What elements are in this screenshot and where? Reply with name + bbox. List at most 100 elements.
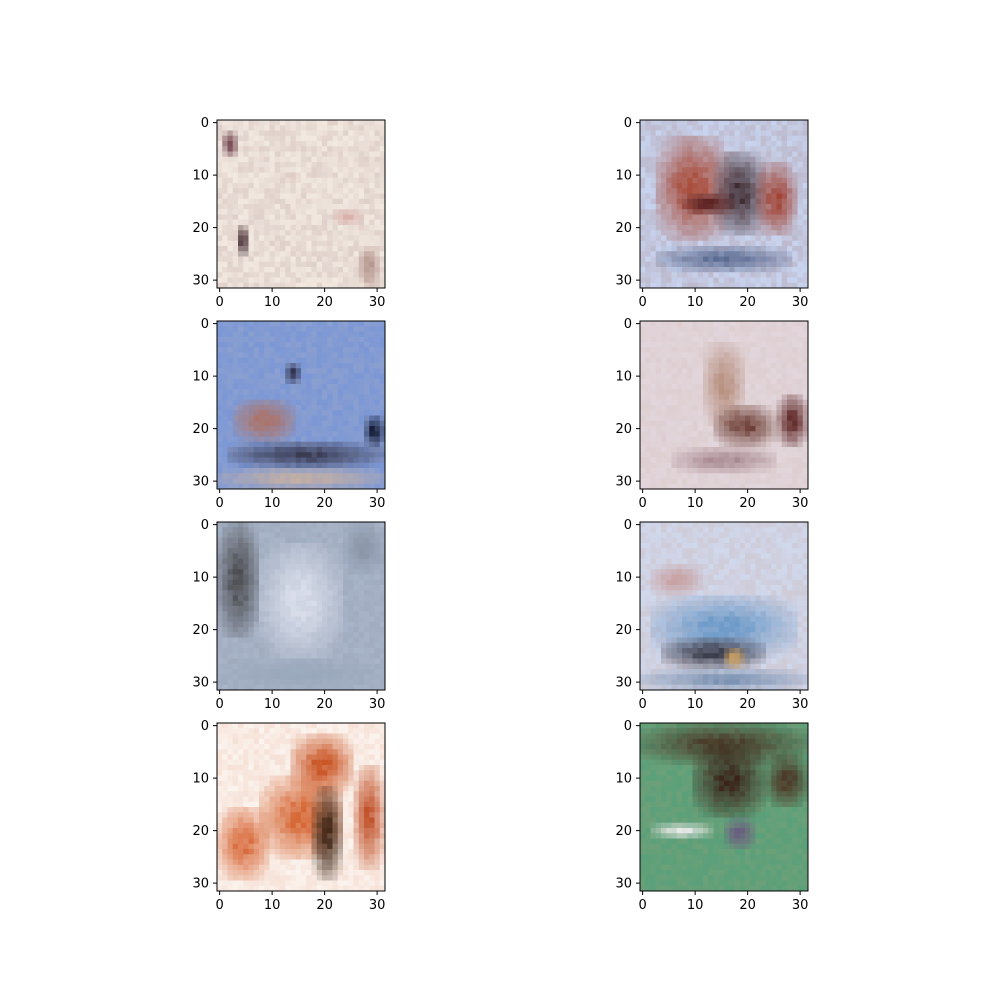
image-pixel [676, 399, 683, 406]
image-pixel [285, 553, 291, 560]
image-pixel [776, 447, 783, 453]
image-pixel [311, 569, 318, 575]
image-pixel [295, 384, 302, 390]
image-pixel [238, 246, 244, 252]
image-pixel [322, 167, 328, 173]
image-pixel [729, 251, 735, 257]
image-pixel [802, 120, 809, 126]
image-pixel [364, 193, 370, 200]
image-pixel [280, 240, 286, 247]
image-pixel [337, 282, 344, 289]
image-pixel [666, 352, 672, 359]
image-pixel [285, 632, 291, 638]
image-pixel [729, 342, 735, 348]
image-pixel [729, 352, 735, 359]
image-pixel [708, 219, 714, 226]
image-pixel [776, 219, 783, 226]
image-pixel [222, 426, 228, 432]
image-pixel [676, 267, 683, 273]
image-pixel [232, 606, 239, 612]
image-pixel [306, 543, 312, 549]
image-pixel [337, 478, 344, 485]
image-pixel [337, 543, 344, 549]
image-pixel [718, 368, 725, 374]
image-pixel [353, 452, 360, 458]
image-pixel [760, 378, 767, 385]
image-pixel [645, 441, 651, 448]
image-pixel [332, 420, 339, 427]
image-pixel [766, 441, 772, 448]
image-pixel [750, 156, 756, 163]
image-pixel [760, 483, 767, 490]
image-pixel [280, 352, 286, 359]
image-pixel [332, 431, 339, 437]
image-pixel [248, 579, 255, 586]
image-pixel [285, 120, 291, 126]
image-pixel [781, 209, 788, 215]
image-pixel [290, 410, 297, 416]
image-pixel [269, 172, 276, 179]
image-pixel [379, 357, 386, 364]
image-pixel [703, 462, 709, 469]
image-pixel [353, 373, 360, 380]
image-pixel [353, 357, 360, 364]
image-pixel [316, 642, 323, 649]
image-pixel [682, 135, 688, 142]
image-pixel [227, 590, 234, 596]
image-pixel [259, 193, 265, 200]
image-pixel [734, 342, 741, 348]
image-pixel [797, 135, 804, 142]
image-pixel [353, 209, 360, 215]
image-pixel [771, 267, 777, 273]
image-pixel [766, 240, 772, 247]
image-pixel [703, 167, 709, 173]
image-pixel [645, 373, 651, 380]
image-pixel [729, 188, 735, 194]
image-pixel [766, 478, 772, 485]
image-pixel [676, 436, 683, 443]
image-pixel [274, 399, 281, 406]
image-pixel [243, 394, 249, 401]
image-pixel [687, 483, 693, 490]
image-pixel [259, 277, 265, 284]
image-pixel [379, 373, 386, 380]
image-pixel [243, 326, 249, 332]
image-pixel [248, 436, 255, 443]
image-pixel [232, 347, 239, 353]
image-pixel [264, 373, 270, 380]
image-pixel [343, 585, 349, 591]
image-pixel [766, 326, 772, 332]
image-pixel [311, 543, 318, 549]
image-pixel [217, 198, 223, 205]
image-pixel [311, 261, 318, 268]
image-pixel [332, 405, 339, 411]
image-pixel [703, 357, 709, 364]
image-pixel [327, 326, 333, 332]
image-pixel [750, 352, 756, 359]
image-pixel [248, 251, 255, 257]
image-pixel [316, 251, 323, 257]
image-pixel [343, 368, 349, 374]
image-pixel [692, 267, 699, 273]
image-pixel [708, 452, 714, 458]
image-pixel [358, 632, 365, 638]
image-pixel [337, 415, 344, 422]
image-pixel [337, 141, 344, 147]
image-pixel [682, 198, 688, 205]
image-pixel [295, 405, 302, 411]
image-pixel [687, 394, 693, 401]
image-pixel [655, 347, 662, 353]
image-pixel [327, 585, 333, 591]
image-pixel [353, 600, 360, 607]
image-pixel [369, 600, 375, 607]
image-pixel [760, 235, 767, 242]
image-pixel [645, 156, 651, 163]
image-pixel [374, 473, 381, 479]
image-pixel [379, 532, 386, 539]
image-pixel [755, 172, 762, 179]
image-pixel [306, 452, 312, 458]
image-pixel [369, 251, 375, 257]
image-pixel [781, 125, 788, 131]
image-pixel [734, 151, 741, 158]
image-pixel [676, 326, 683, 332]
